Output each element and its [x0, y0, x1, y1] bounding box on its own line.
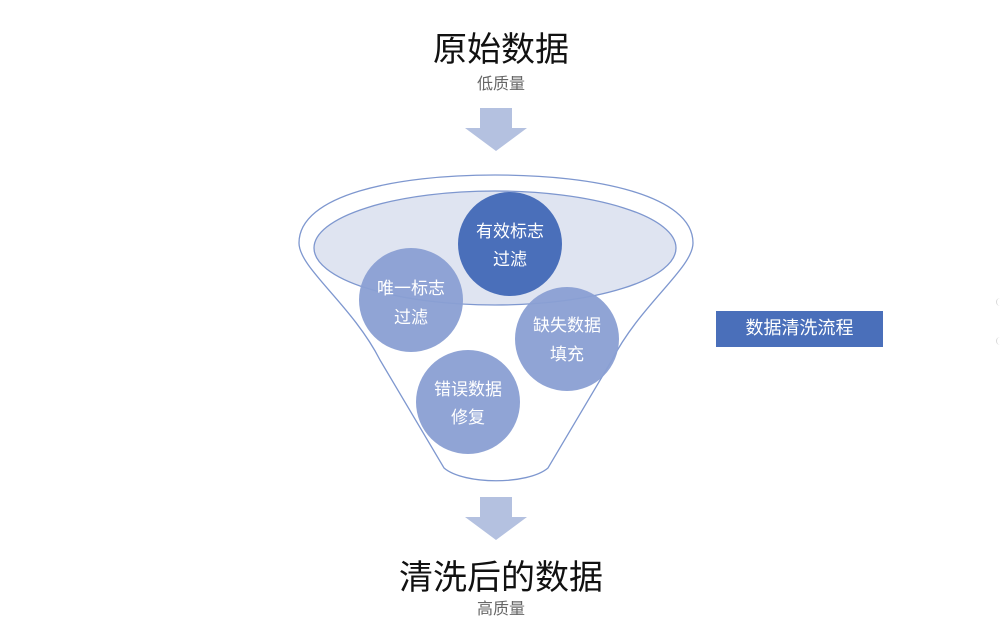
edge-mark	[996, 298, 1002, 306]
bubble-valid-flag-filter: 有效标志 过滤	[458, 192, 562, 296]
bubble-error-data-repair: 错误数据 修复	[416, 350, 520, 454]
bubble-label-line1: 缺失数据	[533, 316, 601, 336]
bubble-label-line2: 过滤	[493, 250, 527, 270]
down-arrow-bottom	[465, 497, 527, 540]
raw-data-subtitle: 低质量	[476, 74, 525, 93]
bubble-label-line2: 填充	[550, 345, 584, 365]
bubble-label-line1: 有效标志	[476, 222, 544, 242]
bubble-missing-data-fill: 缺失数据 填充	[515, 287, 619, 391]
down-arrow-top	[465, 108, 527, 151]
raw-data-title: 原始数据	[433, 30, 569, 70]
clean-data-title: 清洗后的数据	[399, 558, 603, 598]
bubble-circle	[416, 350, 520, 454]
bubble-label-line2: 过滤	[394, 308, 428, 328]
bubble-unique-flag-filter: 唯一标志 过滤	[359, 248, 463, 352]
bubble-circle	[515, 287, 619, 391]
edge-mark	[996, 337, 1002, 345]
bubble-circle	[359, 248, 463, 352]
process-label-box: 数据清洗流程	[716, 311, 883, 347]
bubble-label-line1: 唯一标志	[377, 279, 445, 299]
bubble-circle	[458, 192, 562, 296]
bubble-label-line1: 错误数据	[434, 380, 502, 400]
clean-data-subtitle: 高质量	[476, 599, 525, 618]
bubble-label-line2: 修复	[451, 408, 485, 428]
